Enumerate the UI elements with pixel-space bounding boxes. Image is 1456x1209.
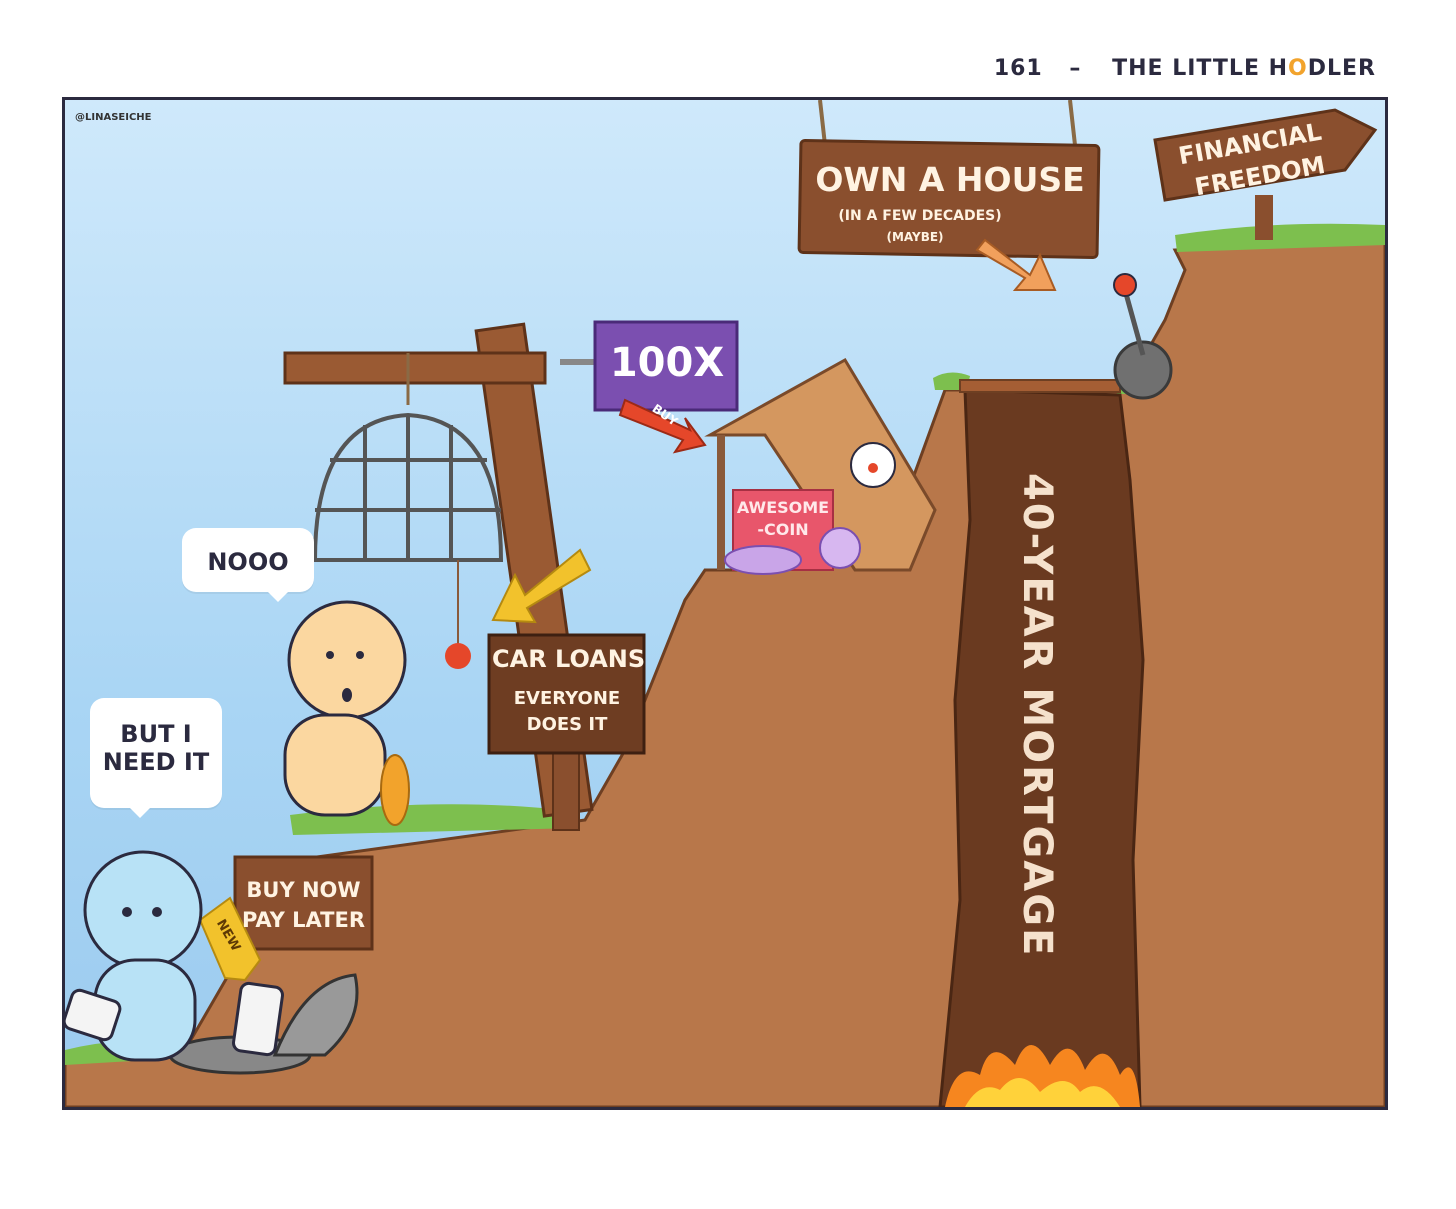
header-title-accent: O: [1288, 56, 1308, 81]
grass-top-right: [1175, 223, 1385, 252]
lever-base: [1113, 340, 1173, 400]
lever-knob: [1113, 273, 1137, 297]
buy-tag-arrow: [618, 398, 707, 454]
car-loans-line2: DOES IT: [526, 714, 608, 735]
mortgage-label: 40-YEAR MORTGAGE: [1014, 472, 1060, 958]
speech-bubble-need-it: BUT I NEED IT: [90, 698, 222, 818]
awesome-coin-line1: AWESOME: [736, 498, 830, 517]
cage-beam: [283, 351, 547, 385]
bear-trap-jaw: [272, 973, 359, 1057]
freedom-post: [1255, 195, 1273, 240]
car-loans-title: CAR LOANS: [492, 645, 646, 673]
bnpl-board: [233, 855, 374, 951]
own-house-subtitle: (IN A FEW DECADES): [838, 208, 1002, 224]
header-separator: –: [1069, 56, 1082, 81]
own-house-board: [797, 138, 1101, 260]
new-tag: [198, 896, 262, 982]
coin-stack: [724, 545, 802, 575]
lever-stick: [1122, 289, 1146, 356]
phone-bait-icon: [232, 981, 284, 1057]
orange-character-mouth: [342, 688, 352, 702]
cage-trigger-ball: [445, 643, 471, 669]
orange-character-body: [283, 713, 387, 817]
cage-icon: [312, 412, 504, 562]
car-loans-board: [487, 633, 646, 755]
blue-phone-icon: [65, 988, 122, 1042]
own-house-title: OWN A HOUSE: [815, 160, 1085, 199]
blue-character-eye-left: [122, 907, 132, 917]
scene-illustration: [65, 100, 1385, 1107]
page-header: 161 – THE LITTLE HODLER: [994, 56, 1376, 81]
own-house-maybe: (MAYBE): [886, 230, 944, 244]
orange-character-eye-left: [326, 651, 334, 659]
orange-character-eye-right: [356, 651, 364, 659]
bnpl-line1: BUY NOW: [246, 878, 361, 902]
car-loans-post: [552, 749, 580, 831]
blue-character-eye-right: [152, 907, 162, 917]
speech-bubble-nooo: NOOO: [182, 528, 314, 602]
clown-nose-icon: [868, 463, 878, 473]
clown-coin-icon: [819, 527, 861, 569]
header-title-suffix: DLER: [1307, 56, 1376, 81]
page-number: 161: [993, 56, 1043, 81]
header-title-prefix: THE LITTLE H: [1112, 56, 1289, 81]
bnpl-line2: PAY LATER: [241, 908, 366, 932]
fire-core: [965, 1077, 1120, 1107]
down-left-arrow-icon: [491, 548, 592, 624]
car-loans-line1: EVERYONE: [513, 688, 621, 709]
artist-credit: @LINASEICHE: [75, 112, 152, 123]
blue-character-head: [83, 850, 203, 970]
trapdoor-plank: [959, 379, 1121, 393]
orange-coin-icon: [380, 754, 410, 826]
speech-nooo-text: NOOO: [207, 548, 289, 576]
down-right-arrow-icon: [975, 238, 1057, 291]
speech-need-line2: NEED IT: [102, 748, 210, 776]
awesome-coin-line2: -COIN: [757, 520, 809, 539]
freedom-arrow-board: [1153, 108, 1378, 202]
booth-post: [717, 435, 725, 570]
hundred-x-label: 100X: [609, 340, 725, 386]
mortgage-pit: [938, 388, 1145, 1107]
speech-need-line1: BUT I: [120, 720, 192, 748]
booth-roof: [704, 357, 937, 572]
comic-panel: @LINASEICHE: [62, 97, 1388, 1110]
hundred-x-flag: [593, 320, 739, 412]
sign-rope-right: [1068, 100, 1077, 146]
sign-rope-left: [818, 100, 827, 146]
